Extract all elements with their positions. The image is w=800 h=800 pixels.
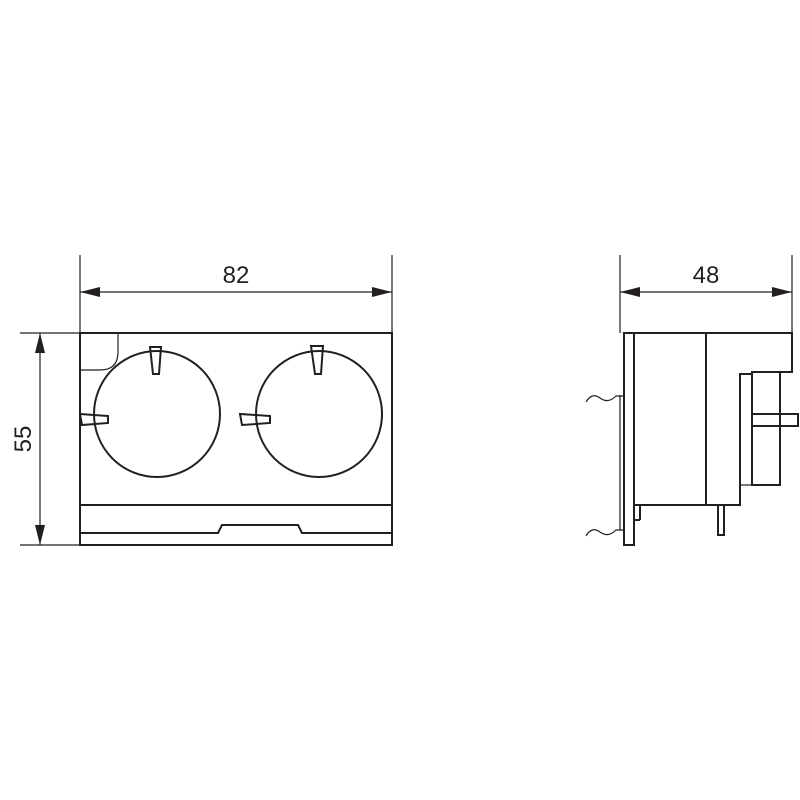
socket-left-top-tab	[148, 346, 163, 375]
side-terminal-screw	[751, 413, 799, 427]
side-pin	[717, 504, 725, 536]
width-label: 82	[223, 262, 250, 289]
front-rail-notch	[80, 524, 392, 534]
socket-right-side-tab	[238, 412, 271, 427]
side-mount-plate	[623, 332, 635, 546]
side-clip-bottom	[585, 529, 624, 537]
side-terminal-block	[751, 371, 781, 486]
width-arrow-left	[80, 287, 100, 297]
depth-arrow-right	[772, 287, 792, 297]
corner-arc	[80, 333, 119, 371]
side-body	[634, 332, 793, 506]
height-arrow-top	[35, 333, 45, 353]
depth-arrow-left	[620, 287, 640, 297]
width-arrow-right	[372, 287, 392, 297]
front-view: 82 55	[10, 255, 393, 546]
socket-left-side-tab	[78, 412, 109, 427]
socket-left	[93, 350, 221, 478]
socket-right	[255, 350, 383, 478]
side-view: 48	[585, 255, 799, 546]
socket-right-top-tab	[309, 345, 325, 375]
depth-label: 48	[693, 262, 720, 289]
height-arrow-bottom	[35, 525, 45, 545]
side-clip-top	[585, 395, 624, 403]
front-outline	[79, 332, 393, 546]
height-label: 55	[10, 426, 37, 453]
